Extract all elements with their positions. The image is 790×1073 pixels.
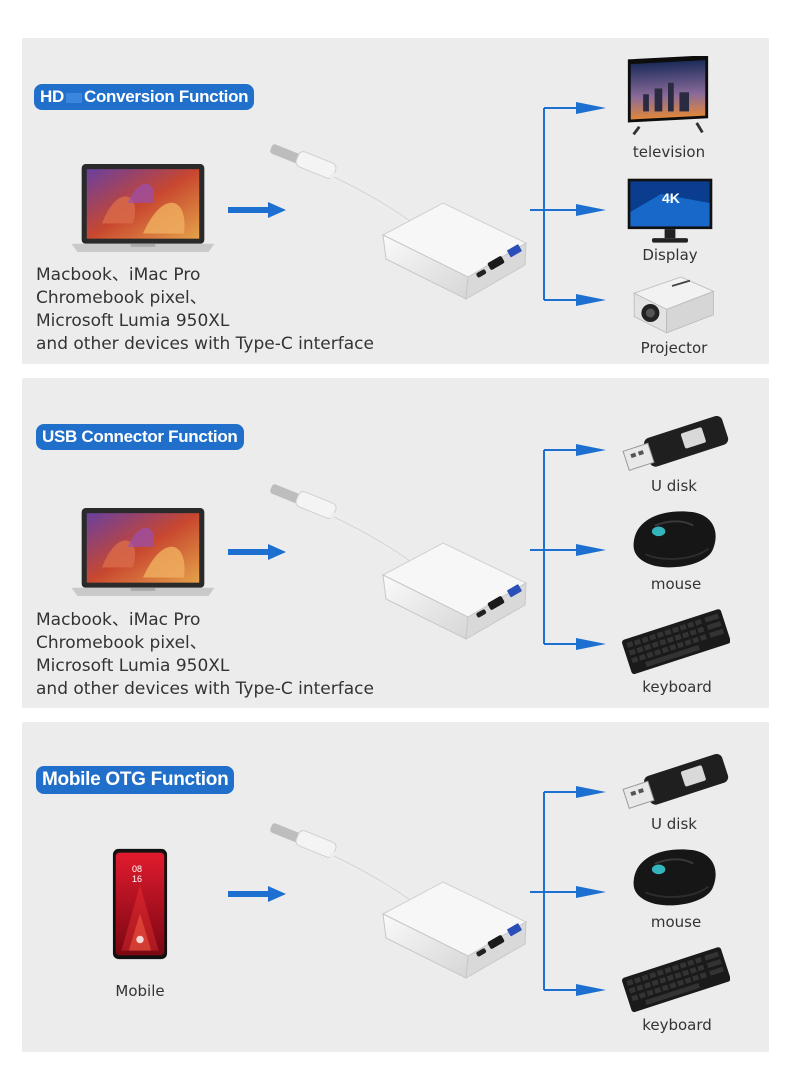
mouse-icon xyxy=(626,506,722,574)
device-label-keyboard: keyboard xyxy=(642,678,712,696)
keyboard-icon xyxy=(620,944,730,1014)
panel-title-otg: Mobile OTG Function xyxy=(36,766,235,794)
branch-arrows-icon xyxy=(530,444,606,650)
device-label-mouse: mouse xyxy=(650,913,702,931)
panel-title-part2: Conversion Function xyxy=(83,87,249,106)
device-label-udisk: U disk xyxy=(651,477,697,495)
display-screen-text: 4K xyxy=(662,190,680,206)
laptop-icon xyxy=(70,506,216,598)
branch-arrows-icon xyxy=(530,102,606,306)
device-label-keyboard: keyboard xyxy=(642,1016,712,1034)
keyboard-icon xyxy=(620,606,730,676)
usb-disk-icon xyxy=(620,754,730,814)
device-label-udisk: U disk xyxy=(651,815,697,833)
arrow-right-icon xyxy=(228,886,286,902)
title-gap-mark xyxy=(65,92,82,103)
laptop-icon xyxy=(70,162,216,254)
source-line: Chromebook pixel、 xyxy=(36,633,207,653)
arrow-right-icon xyxy=(228,544,286,560)
panel-title-hd: HD Conversion Function xyxy=(34,84,255,110)
device-label-projector: Projector xyxy=(640,339,708,357)
mouse-icon xyxy=(626,844,722,912)
source-line: Microsoft Lumia 950XL xyxy=(36,656,230,676)
device-label-television: television xyxy=(632,143,706,161)
phone-time-minute: 16 xyxy=(132,874,143,884)
device-label-mouse: mouse xyxy=(650,575,702,593)
panel-title-usb: USB Connector Function xyxy=(36,424,244,450)
source-line: and other devices with Type-C interface xyxy=(36,334,374,354)
phone-time-hour: 08 xyxy=(132,864,143,874)
source-line: Microsoft Lumia 950XL xyxy=(36,311,230,331)
panel-title-part1: HD xyxy=(40,87,64,106)
source-line: Chromebook pixel、 xyxy=(36,288,207,308)
source-device-list: Macbook、iMac Pro Chromebook pixel、 Micro… xyxy=(36,264,374,356)
phone-icon: 08 16 xyxy=(112,846,168,962)
adapter-hub-image xyxy=(268,822,538,982)
branch-arrows-icon xyxy=(530,786,606,996)
source-line: and other devices with Type-C interface xyxy=(36,679,374,699)
arrow-right-icon xyxy=(228,202,286,218)
display-icon: 4K xyxy=(620,176,720,248)
usb-disk-icon xyxy=(620,416,730,476)
source-label-mobile: Mobile xyxy=(115,982,165,1000)
television-icon xyxy=(620,56,716,142)
source-line: Macbook、iMac Pro xyxy=(36,265,201,285)
device-label-display: Display xyxy=(642,246,698,264)
projector-icon xyxy=(622,268,722,340)
source-device-list: Macbook、iMac Pro Chromebook pixel、 Micro… xyxy=(36,609,374,701)
source-line: Macbook、iMac Pro xyxy=(36,610,201,630)
